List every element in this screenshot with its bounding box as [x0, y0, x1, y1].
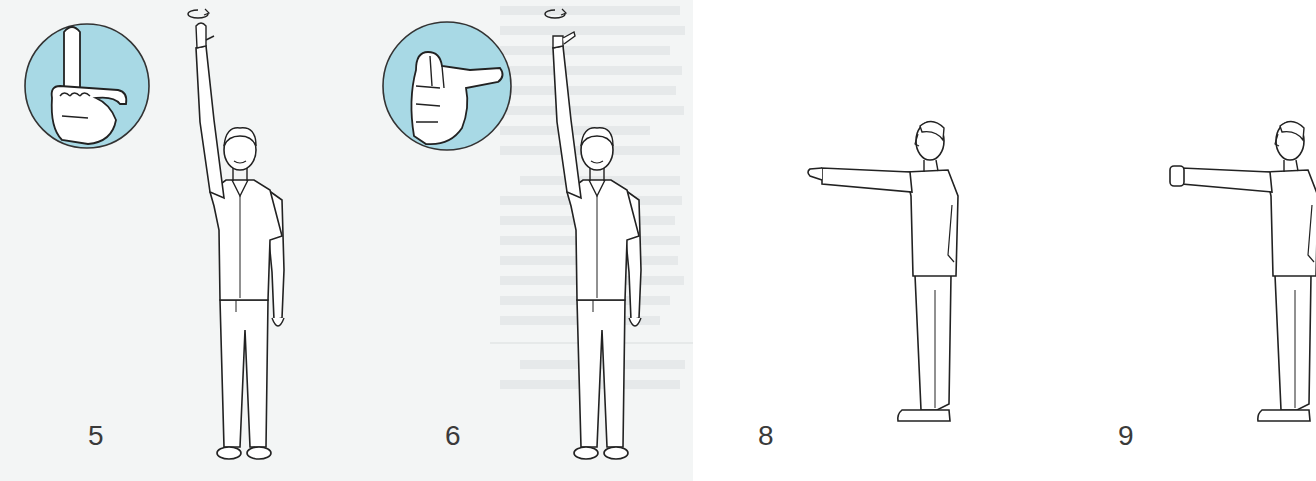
callout-number: 8 [758, 422, 774, 450]
callout-number: 6 [445, 422, 461, 450]
callout-number: 5 [88, 422, 104, 450]
callout-number: 9 [1118, 422, 1134, 450]
